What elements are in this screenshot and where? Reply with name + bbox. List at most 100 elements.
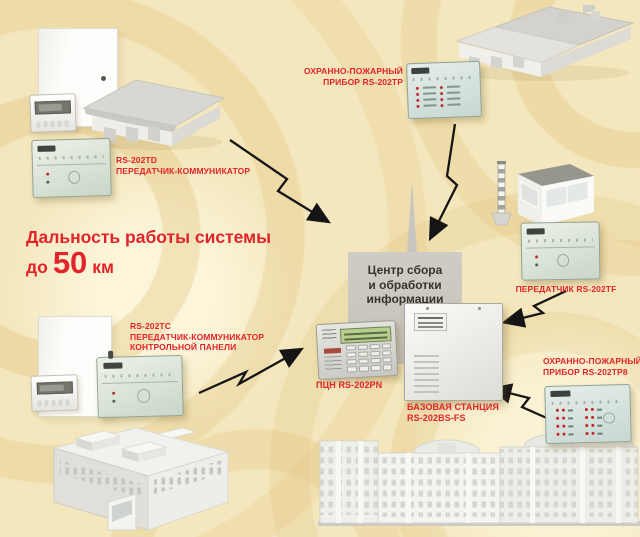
range-title: Дальность работы системы xyxy=(26,227,272,247)
cabinet-label xyxy=(413,312,447,331)
device-label-chip xyxy=(411,67,429,74)
range-value: 50 xyxy=(52,245,88,280)
device-rs202pn-console xyxy=(315,319,399,381)
keypad-buttons xyxy=(37,399,73,407)
label-line: ПЦН RS-202PN xyxy=(316,380,383,390)
keypad-display xyxy=(34,100,71,115)
door-lock-knob xyxy=(101,76,106,81)
status-led xyxy=(112,400,116,404)
brand-strip xyxy=(324,347,342,354)
device-label-chip xyxy=(103,362,123,370)
antenna-stub xyxy=(107,350,114,359)
label-line: ПЕРЕДАТЧИК-КОММУНИКАТОР xyxy=(130,331,265,342)
label-line: ОХРАННО-ПОЖАРНЫЙ xyxy=(303,66,403,76)
led-cell xyxy=(555,408,574,413)
arrow-td-to-center xyxy=(229,139,331,224)
device-rs202tp xyxy=(406,60,482,120)
device-rs202tc xyxy=(96,350,184,419)
keypad-display xyxy=(36,381,73,395)
label-line: ПЕРЕДАТЧИК RS-202TF xyxy=(515,284,617,294)
device-rs202bsfs-base-station xyxy=(404,303,503,401)
device-seam xyxy=(525,246,596,249)
label-rs202tp: ОХРАННО-ПОЖАРНЫЙ ПРИБОР RS-202TP xyxy=(285,66,403,87)
label-line: ПЕРЕДАТЧИК-КОММУНИКАТОР xyxy=(116,165,251,176)
status-led xyxy=(46,173,50,177)
caption-line: и обработки xyxy=(368,277,442,292)
terminal-ticks xyxy=(38,154,104,160)
led-grid xyxy=(555,408,603,437)
center-building-spire xyxy=(407,181,417,254)
label-rs202tp8: ОХРАННО-ПОЖАРНЫЙ ПРИБОР RS-202TP8 xyxy=(543,356,640,377)
cottage-house-2 xyxy=(455,5,635,81)
led-cell xyxy=(585,416,603,420)
roof-monitors xyxy=(74,427,198,462)
caption-line: Центр сбора xyxy=(367,263,443,277)
label-line: КОНТРОЛЬНОЙ ПАНЕЛИ xyxy=(130,342,237,352)
booth-structure xyxy=(518,164,594,226)
label-rs202td: RS-202TD ПЕРЕДАТЧИК-КОММУНИКАТОР xyxy=(116,155,250,176)
system-range-note: Дальность работы системы до 50 км xyxy=(26,227,271,278)
led-cell xyxy=(556,432,574,437)
numeric-keypad xyxy=(345,342,393,373)
monitoring-center-caption: Центр сбора и обработки информации xyxy=(348,252,462,307)
device-label-chip xyxy=(550,390,571,398)
indicator-rows xyxy=(415,85,461,108)
led-cell xyxy=(556,416,574,421)
label-line: ОХРАННО-ПОЖАРНЫЙ xyxy=(543,356,640,366)
keypad-buttons xyxy=(36,120,71,128)
control-keypad-1 xyxy=(29,93,77,133)
cottage-house-1 xyxy=(82,79,226,150)
label-rs202tc: RS-202TC ПЕРЕДАТЧИК-КОММУНИКАТОР КОНТРОЛ… xyxy=(130,321,264,353)
label-line: ПРИБОР RS-202TP xyxy=(323,76,403,87)
label-line: RS-202BS-FS xyxy=(407,413,466,423)
device-rs202tp8 xyxy=(544,383,632,445)
label-line: RS-202TD xyxy=(116,155,157,165)
status-led xyxy=(535,263,539,267)
arrow-tc-to-center xyxy=(198,347,305,395)
led-cell xyxy=(585,432,603,436)
device-label-chip xyxy=(37,145,56,152)
label-rs202pn: ПЦН RS-202PN xyxy=(316,380,382,391)
label-line: RS-202TC xyxy=(130,321,171,331)
screw xyxy=(477,307,481,310)
arrow-tf-to-base xyxy=(501,289,567,328)
terminal-ticks xyxy=(412,75,475,82)
label-line: БАЗОВАЯ СТАНЦИЯ xyxy=(407,402,499,412)
control-keypad-2 xyxy=(30,374,79,412)
device-seam xyxy=(36,163,107,166)
apartment-block xyxy=(318,433,640,526)
sounder-hole xyxy=(136,389,150,404)
terminal-ticks xyxy=(527,238,593,243)
guard-booth xyxy=(491,161,594,226)
indicator-row xyxy=(416,97,461,102)
led-cell xyxy=(584,408,602,412)
barrier-pole xyxy=(491,161,512,226)
led-cell xyxy=(585,424,603,428)
screw xyxy=(426,307,430,310)
label-rs202bsfs: БАЗОВАЯ СТАНЦИЯ RS-202BS-FS xyxy=(407,402,499,424)
status-led xyxy=(535,255,539,259)
device-rs202tf xyxy=(520,221,601,281)
label-rs202tf: ПЕРЕДАТЧИК RS-202TF xyxy=(512,284,620,295)
industrial-building xyxy=(52,427,230,531)
led-cell xyxy=(556,424,574,429)
indicator-row xyxy=(416,103,461,108)
device-rs202td xyxy=(31,137,112,199)
status-led xyxy=(46,180,50,184)
label-strip xyxy=(324,356,343,372)
range-prefix: до xyxy=(26,257,48,277)
device-label-chip xyxy=(526,228,545,235)
label-line: ПРИБОР RS-202TP8 xyxy=(543,366,628,377)
sounder-hole xyxy=(557,253,570,268)
indicator-row xyxy=(415,91,461,96)
sounder-hole xyxy=(602,412,616,424)
arrow-tp-to-center xyxy=(428,123,459,242)
terminal-ticks xyxy=(104,372,176,378)
label-strip xyxy=(322,329,338,343)
device-seam xyxy=(102,381,178,385)
lcd-display xyxy=(340,326,392,344)
caption-line: информации xyxy=(366,292,444,306)
indicator-row xyxy=(415,85,460,90)
range-unit: км xyxy=(92,257,115,277)
